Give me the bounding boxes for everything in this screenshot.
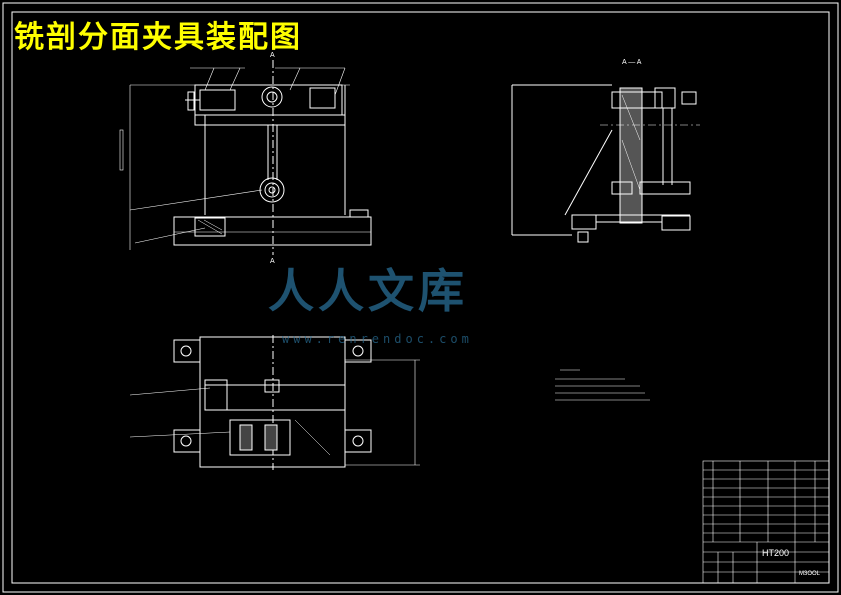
section-mark-top: A bbox=[270, 52, 275, 59]
watermark-logo-text: 人人文库 bbox=[268, 264, 468, 318]
section-mark-bottom: A bbox=[270, 258, 275, 265]
drawing-title: 铣剖分面夹具装配图 bbox=[14, 20, 302, 55]
section-view-label: A — A bbox=[622, 59, 642, 66]
inner-frame bbox=[11, 11, 830, 584]
front-view bbox=[119, 60, 372, 255]
top-view bbox=[129, 335, 420, 470]
title-block bbox=[702, 460, 830, 584]
technical-notes bbox=[555, 369, 650, 401]
drawing-code: M3OOL bbox=[799, 571, 821, 577]
material-label: HT200 bbox=[762, 548, 790, 558]
watermark-url: www.renrendoc.com bbox=[282, 332, 473, 346]
section-view bbox=[511, 84, 700, 243]
